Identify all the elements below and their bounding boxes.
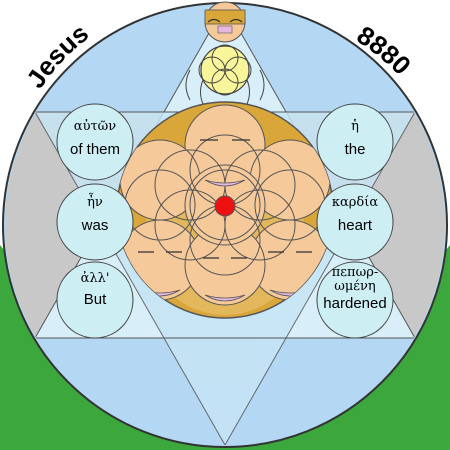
word-circle-right-2: καρδία heart — [316, 183, 394, 261]
english-word: hardened — [323, 295, 386, 312]
face-icon — [204, 1, 246, 43]
word-circle-left-2: ἦν was — [56, 183, 134, 261]
red-center-dot-icon — [214, 195, 236, 217]
greek-word-line1: πεπωρ- — [332, 265, 378, 280]
english-word: was — [81, 217, 109, 234]
greek-word: ἀλλ' — [81, 271, 110, 286]
english-word: heart — [338, 217, 373, 234]
greek-word: αὐτῶν — [74, 119, 116, 134]
word-circle-right-3: πεπωρ- ωμένη hardened — [316, 261, 394, 339]
english-word: of them — [70, 141, 120, 158]
word-circle-right-1: ἡ the — [316, 103, 394, 181]
greek-word-line2: ωμένη — [334, 279, 375, 294]
word-circle-left-3: ἀλλ' But — [56, 261, 134, 339]
greek-word: καρδία — [332, 195, 378, 210]
greek-word: ἦν — [87, 193, 103, 210]
english-word: the — [345, 141, 366, 158]
top-flower — [185, 44, 265, 105]
english-word: But — [84, 291, 107, 308]
word-circle-left-1: αὐτῶν of them — [56, 103, 134, 181]
greek-word: ἡ — [351, 119, 359, 134]
